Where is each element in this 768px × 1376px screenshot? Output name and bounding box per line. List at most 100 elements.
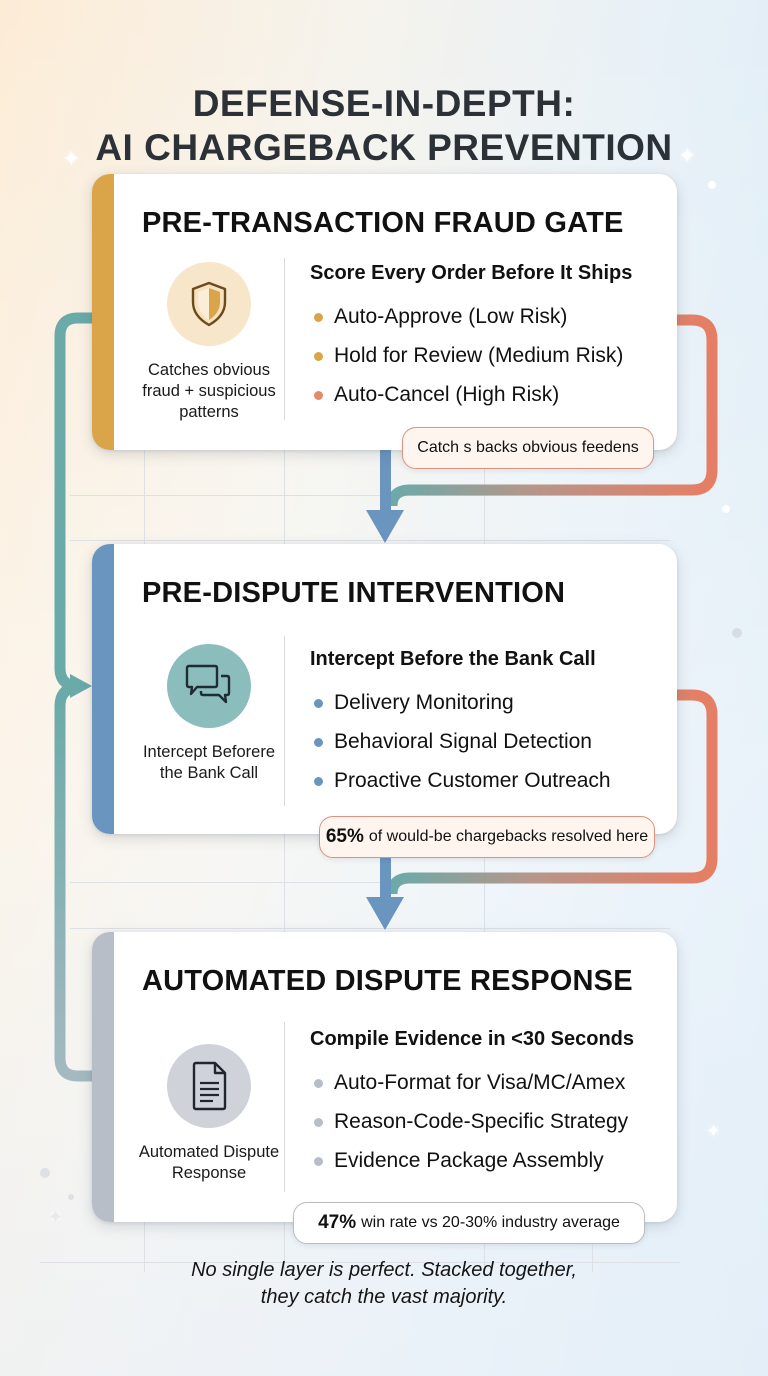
layer-card-pre-dispute: PRE-DISPUTE INTERVENTION Intercept Befor… — [92, 544, 677, 834]
divider — [284, 258, 285, 420]
layer-summary: Catches obvious fraud + suspicious patte… — [114, 262, 304, 423]
accent-bar — [92, 174, 114, 450]
sparkle-icon: ✦ — [706, 1121, 722, 1141]
accent-bar — [92, 932, 114, 1222]
bullet-text: Hold for Review (Medium Risk) — [334, 344, 624, 367]
layer-details: Intercept Before the Bank Call Delivery … — [310, 648, 667, 800]
page-title: DEFENSE-IN-DEPTH: AI CHARGEBACK PREVENTI… — [0, 82, 768, 170]
bullet-text: Auto-Approve (Low Risk) — [334, 305, 568, 328]
list-item: Proactive Customer Outreach — [310, 761, 667, 800]
escalation-connector-2 — [386, 689, 718, 895]
grid-line — [284, 830, 285, 940]
layer-subhead: Intercept Before the Bank Call — [310, 648, 596, 670]
layer-title: PRE-TRANSACTION FRAUD GATE — [142, 207, 624, 239]
layer-subhead: Score Every Order Before It Ships — [310, 262, 633, 284]
stat-callout: 65% of would-be chargebacks resolved her… — [319, 816, 655, 858]
list-item: Evidence Package Assembly — [310, 1141, 667, 1180]
decor-dot — [732, 628, 742, 638]
bullet-list: Auto-Format for Visa/MC/Amex Reason-Code… — [310, 1063, 667, 1180]
arrow-down-icon — [366, 897, 404, 930]
grid-line — [284, 440, 285, 550]
decor-dot — [722, 505, 730, 513]
list-item: Delivery Monitoring — [310, 683, 667, 722]
layer-title: AUTOMATED DISPUTE RESPONSE — [142, 965, 633, 997]
bullet-dot — [314, 1079, 323, 1088]
layer-details: Score Every Order Before It Ships Auto-A… — [310, 262, 667, 414]
chat-bubbles-icon — [185, 664, 231, 704]
list-item: Auto-Approve (Low Risk) — [310, 297, 667, 336]
callout-stat: 65% — [325, 826, 364, 847]
list-item: Reason-Code-Specific Strategy — [310, 1102, 667, 1141]
list-item: Auto-Format for Visa/MC/Amex — [310, 1063, 667, 1102]
bullet-dot — [314, 313, 323, 322]
layer-caption: Intercept Beforere the Bank Call — [142, 743, 276, 782]
title-line-2: AI CHARGEBACK PREVENTION — [95, 127, 673, 168]
icon-badge — [167, 644, 251, 728]
callout-text: Catch s backs obvious feedens — [417, 439, 639, 456]
document-icon — [192, 1061, 227, 1111]
arrow-right-icon — [70, 674, 92, 698]
footer-line-2: they catch the vast majority. — [260, 1286, 508, 1308]
grid-line — [592, 1220, 593, 1272]
decor-dot — [40, 1168, 50, 1178]
grid-line — [284, 1220, 285, 1272]
layer-details: Compile Evidence in <30 Seconds Auto-For… — [310, 1028, 667, 1180]
layer-subhead: Compile Evidence in <30 Seconds — [310, 1028, 635, 1050]
bullet-text: Proactive Customer Outreach — [334, 769, 611, 792]
list-item: Auto-Cancel (High Risk) — [310, 375, 667, 414]
grid-line — [70, 928, 670, 929]
bullet-dot — [314, 1157, 323, 1166]
grid-line — [70, 882, 670, 883]
bullet-dot — [314, 352, 323, 361]
grid-line — [484, 830, 485, 940]
grid-line — [70, 540, 670, 541]
accent-bar — [92, 544, 114, 834]
stat-callout: Catch s backs obvious feedens — [402, 427, 654, 469]
feedback-connector-2 — [54, 682, 92, 1082]
sparkle-icon: ✦ — [48, 1207, 64, 1227]
escalation-connector-1 — [386, 314, 718, 507]
footer-line-1: No single layer is perfect. Stacked toge… — [191, 1259, 577, 1281]
bullet-text: Behavioral Signal Detection — [334, 730, 592, 753]
bullet-text: Auto-Cancel (High Risk) — [334, 383, 560, 406]
down-arrow-shaft — [380, 450, 391, 510]
list-item: Hold for Review (Medium Risk) — [310, 336, 667, 375]
layer-summary: Intercept Beforere the Bank Call — [114, 644, 304, 784]
layer-caption: Automated Dispute Response — [138, 1143, 280, 1182]
callout-text: of would-be chargebacks resolved here — [368, 828, 649, 845]
layer-caption: Catches obvious fraud + suspicious patte… — [142, 361, 276, 421]
icon-badge — [167, 262, 251, 346]
bullet-text: Reason-Code-Specific Strategy — [334, 1110, 629, 1133]
divider — [284, 636, 285, 806]
feedback-connector-1 — [54, 312, 92, 692]
grid-line — [484, 1220, 485, 1272]
down-arrow-shaft — [380, 836, 391, 898]
bullet-text: Evidence Package Assembly — [334, 1149, 604, 1172]
sparkle-icon: ✦ — [62, 146, 81, 171]
layer-card-automated-response: AUTOMATED DISPUTE RESPONSE Automated Dis… — [92, 932, 677, 1222]
callout-text: win rate vs 20-30% industry average — [361, 1214, 620, 1231]
bullet-text: Delivery Monitoring — [334, 691, 514, 714]
shield-icon — [191, 281, 227, 327]
grid-line — [144, 440, 145, 550]
sparkle-icon: ✦ — [678, 143, 697, 168]
callout-stat: 47% — [318, 1212, 357, 1233]
decor-dot — [708, 181, 716, 189]
decor-dot — [68, 1194, 74, 1200]
stat-callout: 47% win rate vs 20-30% industry average — [293, 1202, 645, 1244]
arrow-down-icon — [366, 510, 404, 543]
bullet-dot — [314, 699, 323, 708]
list-item: Behavioral Signal Detection — [310, 722, 667, 761]
bullet-text: Auto-Format for Visa/MC/Amex — [334, 1071, 626, 1094]
layer-card-pre-transaction: PRE-TRANSACTION FRAUD GATE Catches obvio… — [92, 174, 677, 450]
layer-summary: Automated Dispute Response — [114, 1044, 304, 1184]
title-line-1: DEFENSE-IN-DEPTH: — [192, 83, 576, 124]
bullet-dot — [314, 738, 323, 747]
bullet-dot — [314, 1118, 323, 1127]
divider — [284, 1022, 285, 1192]
grid-line — [40, 1262, 680, 1263]
bullet-list: Auto-Approve (Low Risk) Hold for Review … — [310, 297, 667, 414]
bullet-list: Delivery Monitoring Behavioral Signal De… — [310, 683, 667, 800]
grid-line — [144, 1220, 145, 1272]
